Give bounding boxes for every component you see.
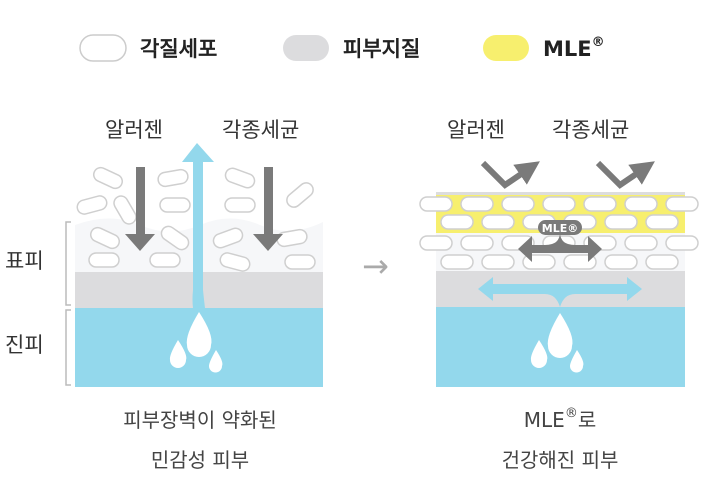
right-caption-line1: MLE®로 — [524, 406, 596, 432]
corneocyte-cell — [92, 166, 124, 190]
mle-badge — [538, 220, 582, 235]
corneocyte-cell — [113, 195, 137, 225]
mle-badge-label: MLE® — [542, 222, 578, 235]
bacteria-deflect-arrow — [595, 160, 655, 189]
left-corneocytes — [76, 166, 316, 272]
corneocyte-cell — [460, 235, 494, 251]
corneocyte-cell — [88, 252, 120, 268]
corneocyte-cell — [440, 214, 474, 230]
left-diagram: 알러젠 각종세균 — [75, 118, 323, 387]
corneocyte-cell — [286, 182, 314, 208]
allergen-deflect-arrow — [480, 160, 540, 189]
water-drops — [169, 312, 223, 373]
corneocyte-cell — [645, 214, 679, 230]
bracket-dermis — [65, 309, 71, 386]
right-top-line — [436, 192, 685, 195]
label-epidermis: 표피 — [5, 249, 44, 273]
mle-spread-arrow — [518, 232, 602, 262]
corneocyte-cell — [276, 228, 308, 248]
legend-swatch-lipid — [283, 35, 329, 61]
corneocyte-cell — [419, 196, 453, 212]
corneocyte-cell — [76, 195, 108, 215]
left-allergen-label: 알러젠 — [105, 118, 163, 142]
corneocyte-cell — [440, 254, 474, 270]
corneocyte-cell — [89, 226, 121, 250]
legend: 각질세포 피부지질 MLE® — [79, 34, 605, 62]
legend-label-corneocyte: 각질세포 — [140, 37, 217, 61]
corneocyte-cell — [665, 196, 699, 212]
legend-swatch-mle — [483, 35, 529, 61]
corneocyte-cell — [542, 196, 576, 212]
water-loss-arrow — [182, 143, 214, 308]
corneocyte-cell — [583, 196, 617, 212]
legend-swatch-corneocyte — [79, 34, 127, 62]
transition-arrow-icon: → — [362, 247, 389, 285]
corneocyte-cell — [219, 252, 251, 272]
left-caption-line2: 민감성 피부 — [151, 448, 249, 472]
allergen-down-arrow — [125, 167, 155, 251]
corneocyte-cell — [224, 197, 256, 213]
water-retention-arrow — [478, 277, 642, 307]
right-allergen-label: 알러젠 — [447, 118, 505, 142]
corneocyte-cell — [460, 196, 494, 212]
corneocyte-cell — [624, 235, 658, 251]
corneocyte-cell — [481, 214, 515, 230]
water-drop-icon — [530, 340, 548, 368]
water-drops-right — [530, 313, 584, 373]
corneocyte-cell — [160, 225, 190, 251]
corneocyte-cell — [645, 254, 679, 270]
bacteria-down-arrow — [253, 167, 283, 251]
right-diagram: 알러젠 각종세균 MLE® — [419, 118, 699, 387]
right-bacteria-label: 각종세균 — [552, 118, 629, 142]
right-caption-line2: 건강해진 피부 — [502, 448, 619, 472]
label-dermis: 진피 — [5, 333, 44, 357]
water-drop-icon — [169, 340, 187, 368]
water-drop-icon — [570, 350, 584, 373]
left-caption-line1: 피부장벽이 약화된 — [123, 408, 277, 432]
corneocyte-cell — [284, 254, 316, 270]
corneocyte-cell — [604, 214, 638, 230]
bracket-epidermis — [65, 221, 71, 306]
legend-label-lipid: 피부지질 — [343, 37, 420, 61]
corneocyte-cell — [624, 196, 658, 212]
corneocyte-cell — [224, 167, 256, 189]
corneocyte-cell — [149, 252, 181, 268]
corneocyte-cell — [159, 197, 191, 213]
corneocyte-cell — [157, 168, 189, 188]
corneocyte-cell — [481, 254, 515, 270]
legend-label-mle: MLE® — [543, 35, 605, 61]
corneocyte-cell — [665, 235, 699, 251]
corneocyte-cell — [604, 254, 638, 270]
water-drop-icon — [209, 350, 223, 373]
corneocyte-cell — [501, 196, 535, 212]
corneocyte-cell — [419, 235, 453, 251]
corneocyte-cell — [212, 227, 244, 249]
water-drop-icon — [547, 313, 573, 358]
water-drop-icon — [186, 312, 212, 357]
left-bacteria-label: 각종세균 — [222, 118, 299, 142]
